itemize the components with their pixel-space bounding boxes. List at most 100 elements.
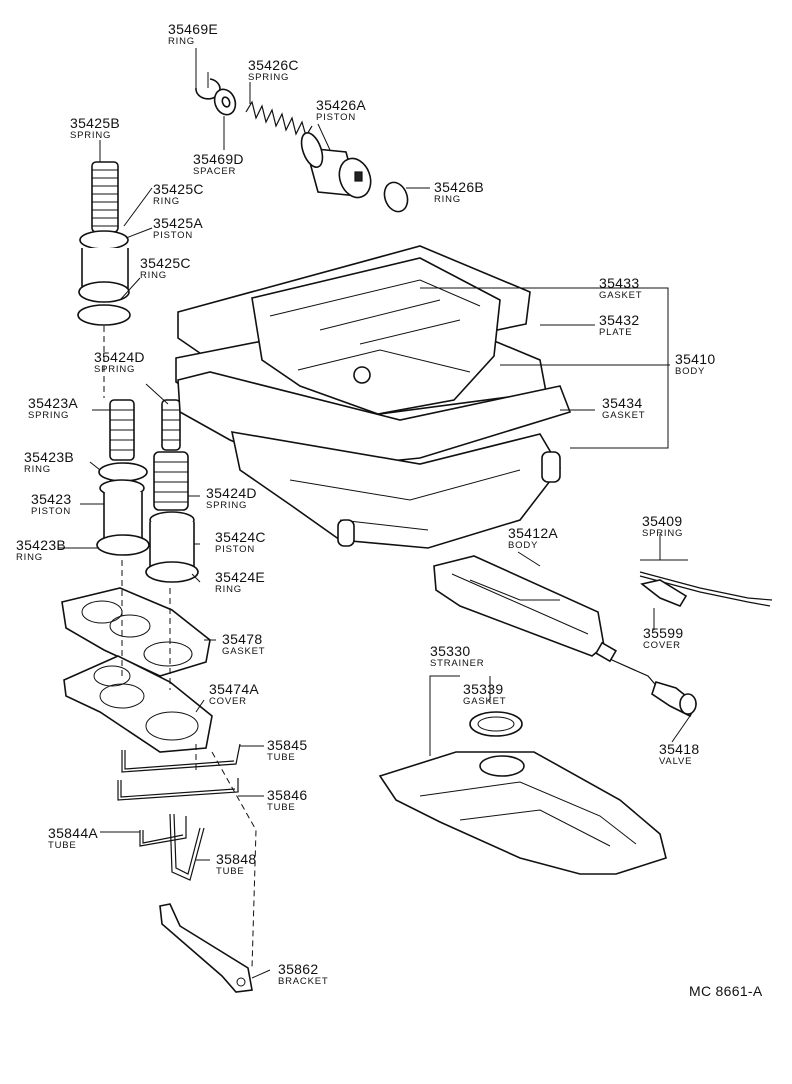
part-name: PISTON: [215, 544, 255, 555]
part-number: 35423B: [16, 537, 67, 553]
part-number: 35412A: [508, 525, 559, 541]
part-name: TUBE: [216, 866, 245, 877]
part-number: 35862: [278, 961, 319, 977]
part-name: RING: [16, 552, 43, 563]
ring-35423B-upper-drawing: [98, 462, 148, 482]
part-name: SPRING: [94, 364, 136, 375]
part-name: PISTON: [31, 506, 71, 517]
label-35423A: 35423A SPRING: [28, 396, 78, 421]
part-number: 35845: [267, 737, 308, 753]
tube-35844A-drawing: [139, 816, 187, 847]
part-name: RING: [168, 36, 195, 47]
part-number: 35424D: [94, 349, 145, 365]
part-number: 35426C: [248, 57, 299, 73]
leader-lines: [58, 48, 691, 979]
tube-35845-drawing: [121, 743, 241, 773]
label-35425C-upper: 35425C RING: [153, 182, 204, 207]
label-35409: 35409 SPRING: [642, 514, 683, 539]
lower-valve-body-drawing: [230, 431, 561, 549]
label-35412A: 35412A BODY: [508, 526, 558, 551]
part-name: RING: [215, 584, 242, 595]
part-name: BODY: [508, 540, 539, 551]
part-number: 35846: [267, 787, 308, 803]
label-35424D-lower: 35424D SPRING: [206, 486, 257, 511]
part-name: RING: [153, 196, 180, 207]
part-number: 35423: [31, 491, 72, 507]
part-number: 35426B: [434, 179, 485, 195]
part-name: TUBE: [267, 802, 296, 813]
part-number: 35425C: [153, 181, 204, 197]
spring-35424D-upper-drawing: [161, 399, 181, 451]
part-number: 35478: [222, 631, 263, 647]
cover-35599-drawing: [640, 579, 688, 607]
part-number: 35424D: [206, 485, 257, 501]
label-35424D-upper: 35424D SPRING: [94, 350, 145, 375]
part-name: GASKET: [222, 646, 266, 657]
label-35845: 35845 TUBE: [267, 738, 307, 763]
part-number: 35339: [463, 681, 504, 697]
part-number: 35410: [675, 351, 716, 367]
spring-35423A-drawing: [109, 399, 135, 461]
label-35425B: 35425B SPRING: [70, 116, 120, 141]
label-35425C-lower: 35425C RING: [140, 256, 191, 281]
label-35424E: 35424E RING: [215, 570, 265, 595]
gasket-35478-drawing: [61, 587, 211, 677]
part-number: 35599: [643, 625, 684, 641]
tube-35846-drawing: [117, 778, 239, 801]
piston-35426A-drawing: [300, 132, 372, 199]
part-name: RING: [140, 270, 167, 281]
spring-35426C-drawing: [245, 100, 313, 138]
part-number: 35409: [642, 513, 683, 529]
part-name: TUBE: [267, 752, 296, 763]
label-35433: 35433 GASKET: [599, 276, 642, 301]
part-name: PLATE: [599, 327, 633, 338]
part-name: TUBE: [48, 840, 77, 851]
label-35330: 35330 STRAINER: [430, 644, 484, 669]
part-name: SPRING: [70, 130, 112, 141]
part-name: GASKET: [602, 410, 646, 421]
piston-35423-drawing: [96, 479, 150, 556]
part-name: SPACER: [193, 166, 237, 177]
part-name: BRACKET: [278, 976, 329, 987]
part-number: 35474A: [209, 681, 260, 697]
part-number: 35425B: [70, 115, 121, 131]
label-35478: 35478 GASKET: [222, 632, 265, 657]
part-name: PISTON: [316, 112, 356, 123]
part-number: 35423B: [24, 449, 75, 465]
label-35434: 35434 GASKET: [602, 396, 645, 421]
piston-35425A-drawing: [77, 230, 131, 326]
label-35846: 35846 TUBE: [267, 788, 307, 813]
spring-35409-drawing: [639, 571, 773, 607]
label-35423B-lower: 35423B RING: [16, 538, 66, 563]
part-number: 35469E: [168, 21, 219, 37]
spacer-35469D-drawing: [213, 88, 237, 116]
part-name: SPRING: [206, 500, 248, 511]
part-number: 35418: [659, 741, 700, 757]
part-name: SPRING: [28, 410, 70, 421]
ring-35426B-drawing: [383, 181, 409, 213]
diagram-code: MC 8661-A: [689, 983, 763, 999]
bracket-35862-drawing: [159, 903, 253, 993]
label-35432: 35432 PLATE: [599, 313, 639, 338]
part-name: RING: [24, 464, 51, 475]
label-35469D: 35469D SPACER: [193, 152, 244, 177]
part-number: 35434: [602, 395, 643, 411]
label-35474A: 35474A COVER: [209, 682, 259, 707]
valve-body-35410-drawing: [251, 257, 501, 415]
assembly-guide-lines: [103, 326, 257, 969]
label-35426A: 35426A PISTON: [316, 98, 366, 123]
part-name: SPRING: [642, 528, 684, 539]
label-35424C: 35424C PISTON: [215, 530, 266, 555]
part-number: 35432: [599, 312, 640, 328]
part-name: COVER: [643, 640, 681, 651]
label-35410: 35410 BODY: [675, 352, 715, 377]
gasket-35339-drawing: [469, 711, 523, 737]
part-number: 35848: [216, 851, 257, 867]
piston-35424C-drawing: [145, 511, 199, 583]
cover-35474A-drawing: [63, 655, 213, 753]
part-number: 35425C: [140, 255, 191, 271]
part-number: 35469D: [193, 151, 244, 167]
label-35423B-upper: 35423B RING: [24, 450, 74, 475]
part-name: GASKET: [599, 290, 643, 301]
